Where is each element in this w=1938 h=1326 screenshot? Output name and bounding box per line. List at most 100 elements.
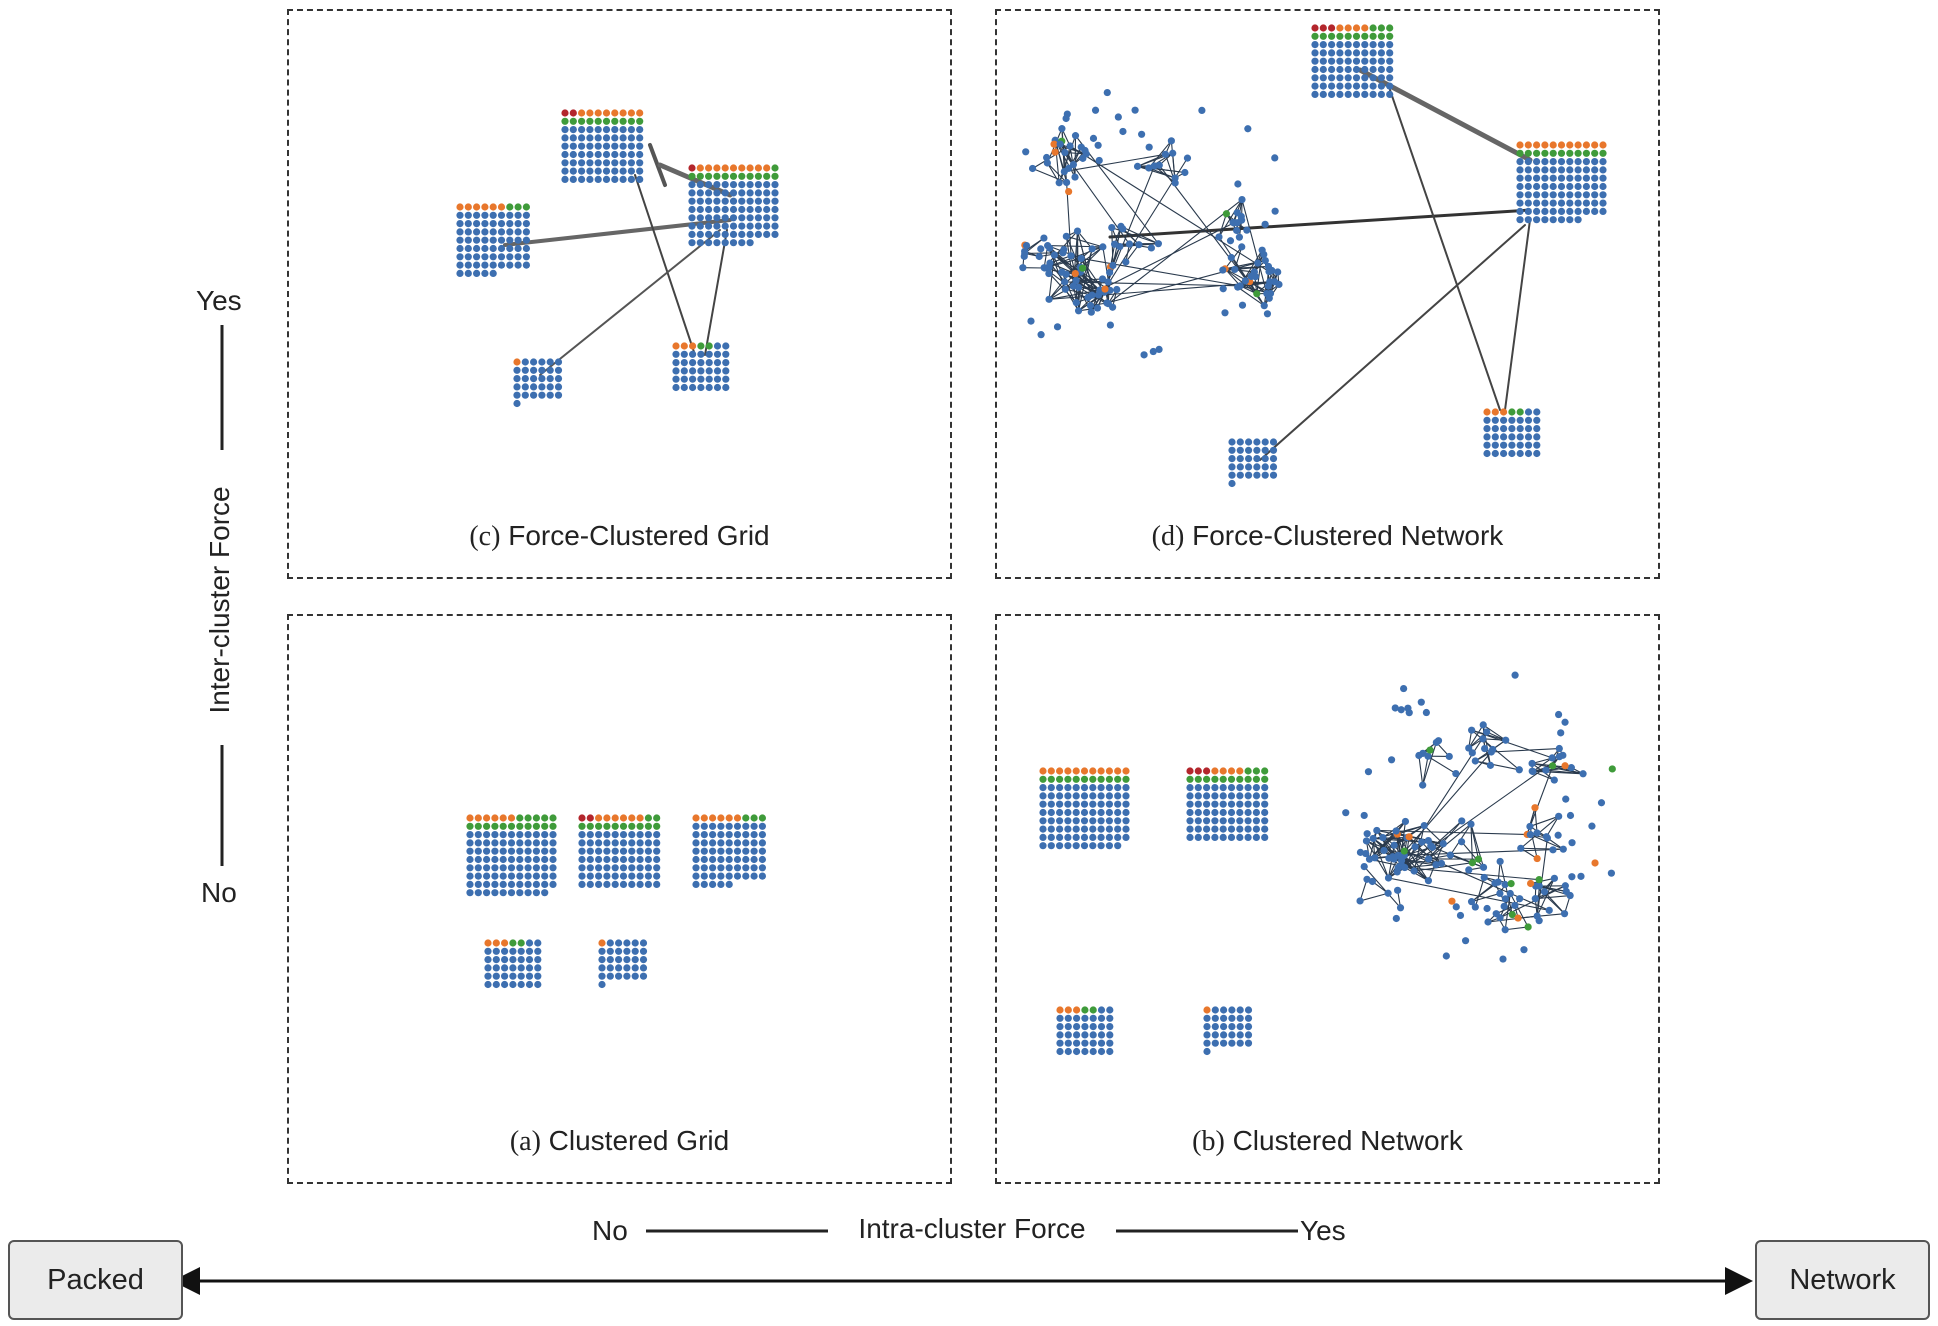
node	[516, 872, 524, 880]
node	[738, 205, 746, 214]
node	[517, 956, 525, 964]
node	[1045, 295, 1053, 303]
node	[696, 205, 704, 214]
node	[1336, 57, 1344, 65]
node	[483, 880, 491, 889]
node	[1186, 784, 1194, 792]
node	[501, 980, 509, 989]
node	[721, 197, 729, 205]
cluster-link	[1259, 224, 1526, 461]
node	[696, 239, 704, 247]
node	[491, 872, 499, 880]
node	[1352, 41, 1361, 49]
node	[1516, 441, 1524, 449]
node	[456, 203, 464, 211]
node	[1245, 471, 1253, 479]
node	[1211, 784, 1219, 792]
node	[1554, 831, 1562, 839]
network-edge	[1414, 846, 1443, 864]
node	[636, 831, 644, 839]
node	[549, 814, 557, 822]
node	[554, 366, 563, 374]
node	[541, 872, 549, 880]
node	[1021, 249, 1029, 257]
node	[1591, 141, 1599, 149]
node	[1227, 775, 1236, 783]
node	[1095, 156, 1103, 165]
node	[1377, 32, 1385, 40]
node	[758, 839, 767, 847]
node	[595, 831, 603, 839]
node	[1186, 775, 1194, 783]
node	[532, 880, 541, 889]
node	[705, 342, 713, 350]
node	[709, 822, 717, 830]
node	[1039, 817, 1047, 825]
node	[709, 814, 717, 822]
node	[499, 839, 507, 847]
node	[1516, 199, 1524, 207]
node	[1524, 449, 1533, 458]
node	[578, 117, 586, 125]
node	[578, 142, 586, 150]
node	[696, 222, 704, 230]
node	[586, 864, 594, 872]
node	[742, 822, 750, 830]
node	[713, 205, 721, 214]
node	[1244, 784, 1252, 792]
node	[1222, 210, 1231, 218]
node	[1426, 746, 1434, 754]
node	[717, 822, 725, 830]
node	[1360, 862, 1368, 871]
node	[1579, 770, 1587, 778]
node	[456, 228, 464, 236]
node	[1119, 225, 1127, 233]
node	[1535, 876, 1543, 884]
network-edge	[1499, 860, 1513, 916]
node	[1319, 65, 1327, 74]
node	[1483, 425, 1491, 433]
node	[1336, 65, 1344, 74]
network-edge	[1470, 823, 1473, 864]
node	[473, 253, 481, 261]
node	[1244, 1031, 1253, 1039]
node	[754, 197, 763, 205]
node	[507, 872, 516, 880]
node	[619, 872, 628, 880]
node	[1064, 1047, 1072, 1056]
node	[763, 164, 771, 172]
node	[1361, 57, 1369, 65]
node	[1397, 856, 1406, 865]
node	[1269, 438, 1278, 446]
node	[709, 839, 717, 847]
node	[1352, 90, 1361, 98]
node	[1133, 162, 1142, 170]
node	[688, 239, 696, 247]
node	[1541, 166, 1549, 174]
node	[538, 391, 546, 399]
node	[1080, 775, 1089, 783]
node	[1531, 895, 1539, 903]
node	[1508, 416, 1516, 424]
node	[1186, 767, 1194, 775]
node	[611, 167, 619, 175]
node	[1062, 114, 1070, 123]
node	[1039, 808, 1047, 817]
node	[1591, 859, 1599, 867]
node	[1422, 708, 1430, 717]
node	[506, 244, 514, 253]
node	[1311, 24, 1319, 32]
node	[603, 814, 611, 822]
node	[1089, 800, 1097, 808]
node	[1114, 817, 1122, 825]
node	[541, 839, 549, 847]
node	[1396, 904, 1405, 912]
node	[1554, 710, 1563, 719]
node	[1253, 290, 1261, 298]
node	[554, 391, 563, 399]
node	[578, 167, 586, 175]
node	[509, 947, 517, 955]
node	[538, 383, 546, 391]
node	[549, 872, 557, 880]
